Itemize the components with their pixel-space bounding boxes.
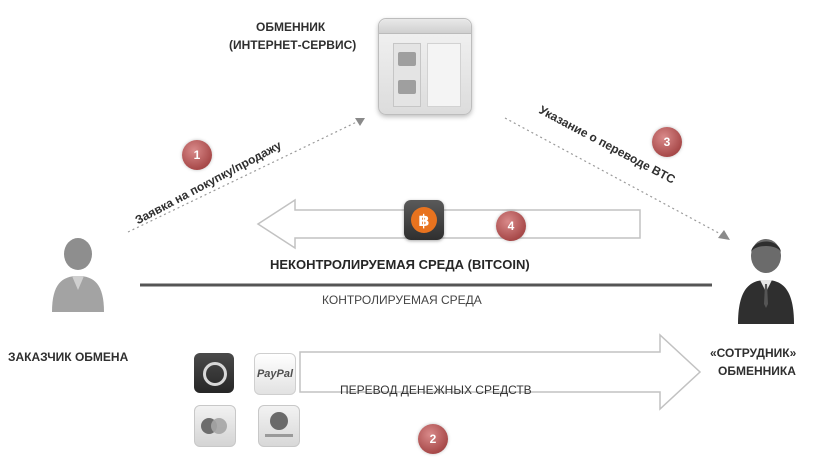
money-transfer-label: ПЕРЕВОД ДЕНЕЖНЫХ СРЕДСТВ [340, 383, 532, 397]
step-4-badge: 4 [496, 211, 526, 241]
request-arrowhead [355, 118, 365, 126]
browser-window-icon [378, 18, 472, 115]
money-flow-arrow [299, 333, 702, 411]
mastercard-icon [194, 405, 236, 447]
request-line [127, 117, 366, 233]
webmoney-icon [258, 405, 300, 447]
employee-label-line1: «СОТРУДНИК» [710, 346, 797, 360]
uncontrolled-environment-label: НЕКОНТРОЛИРУЕМАЯ СРЕДА (BITCOIN) [270, 257, 530, 272]
qiwi-icon [194, 353, 234, 393]
bitcoin-flow-arrow [256, 198, 641, 250]
step-2-badge: 2 [418, 424, 448, 454]
paypal-text: PayPal [256, 368, 294, 380]
controlled-environment-label: КОНТРОЛИРУЕМАЯ СРЕДА [322, 293, 482, 307]
instruction-arrowhead [718, 230, 730, 240]
businessman-icon [735, 232, 797, 324]
paypal-icon: PayPal [254, 353, 296, 395]
instruction-line [504, 117, 729, 239]
person-icon [48, 232, 108, 312]
employee-label-line2: ОБМЕННИКА [718, 364, 796, 378]
step-3-badge: 3 [652, 127, 682, 157]
bitcoin-icon: ฿ [404, 200, 444, 240]
exchanger-title: ОБМЕННИК [256, 20, 326, 34]
customer-label: ЗАКАЗЧИК ОБМЕНА [8, 350, 129, 364]
step-1-badge: 1 [182, 140, 212, 170]
exchanger-subtitle: (ИНТЕРНЕТ-СЕРВИС) [229, 38, 357, 52]
